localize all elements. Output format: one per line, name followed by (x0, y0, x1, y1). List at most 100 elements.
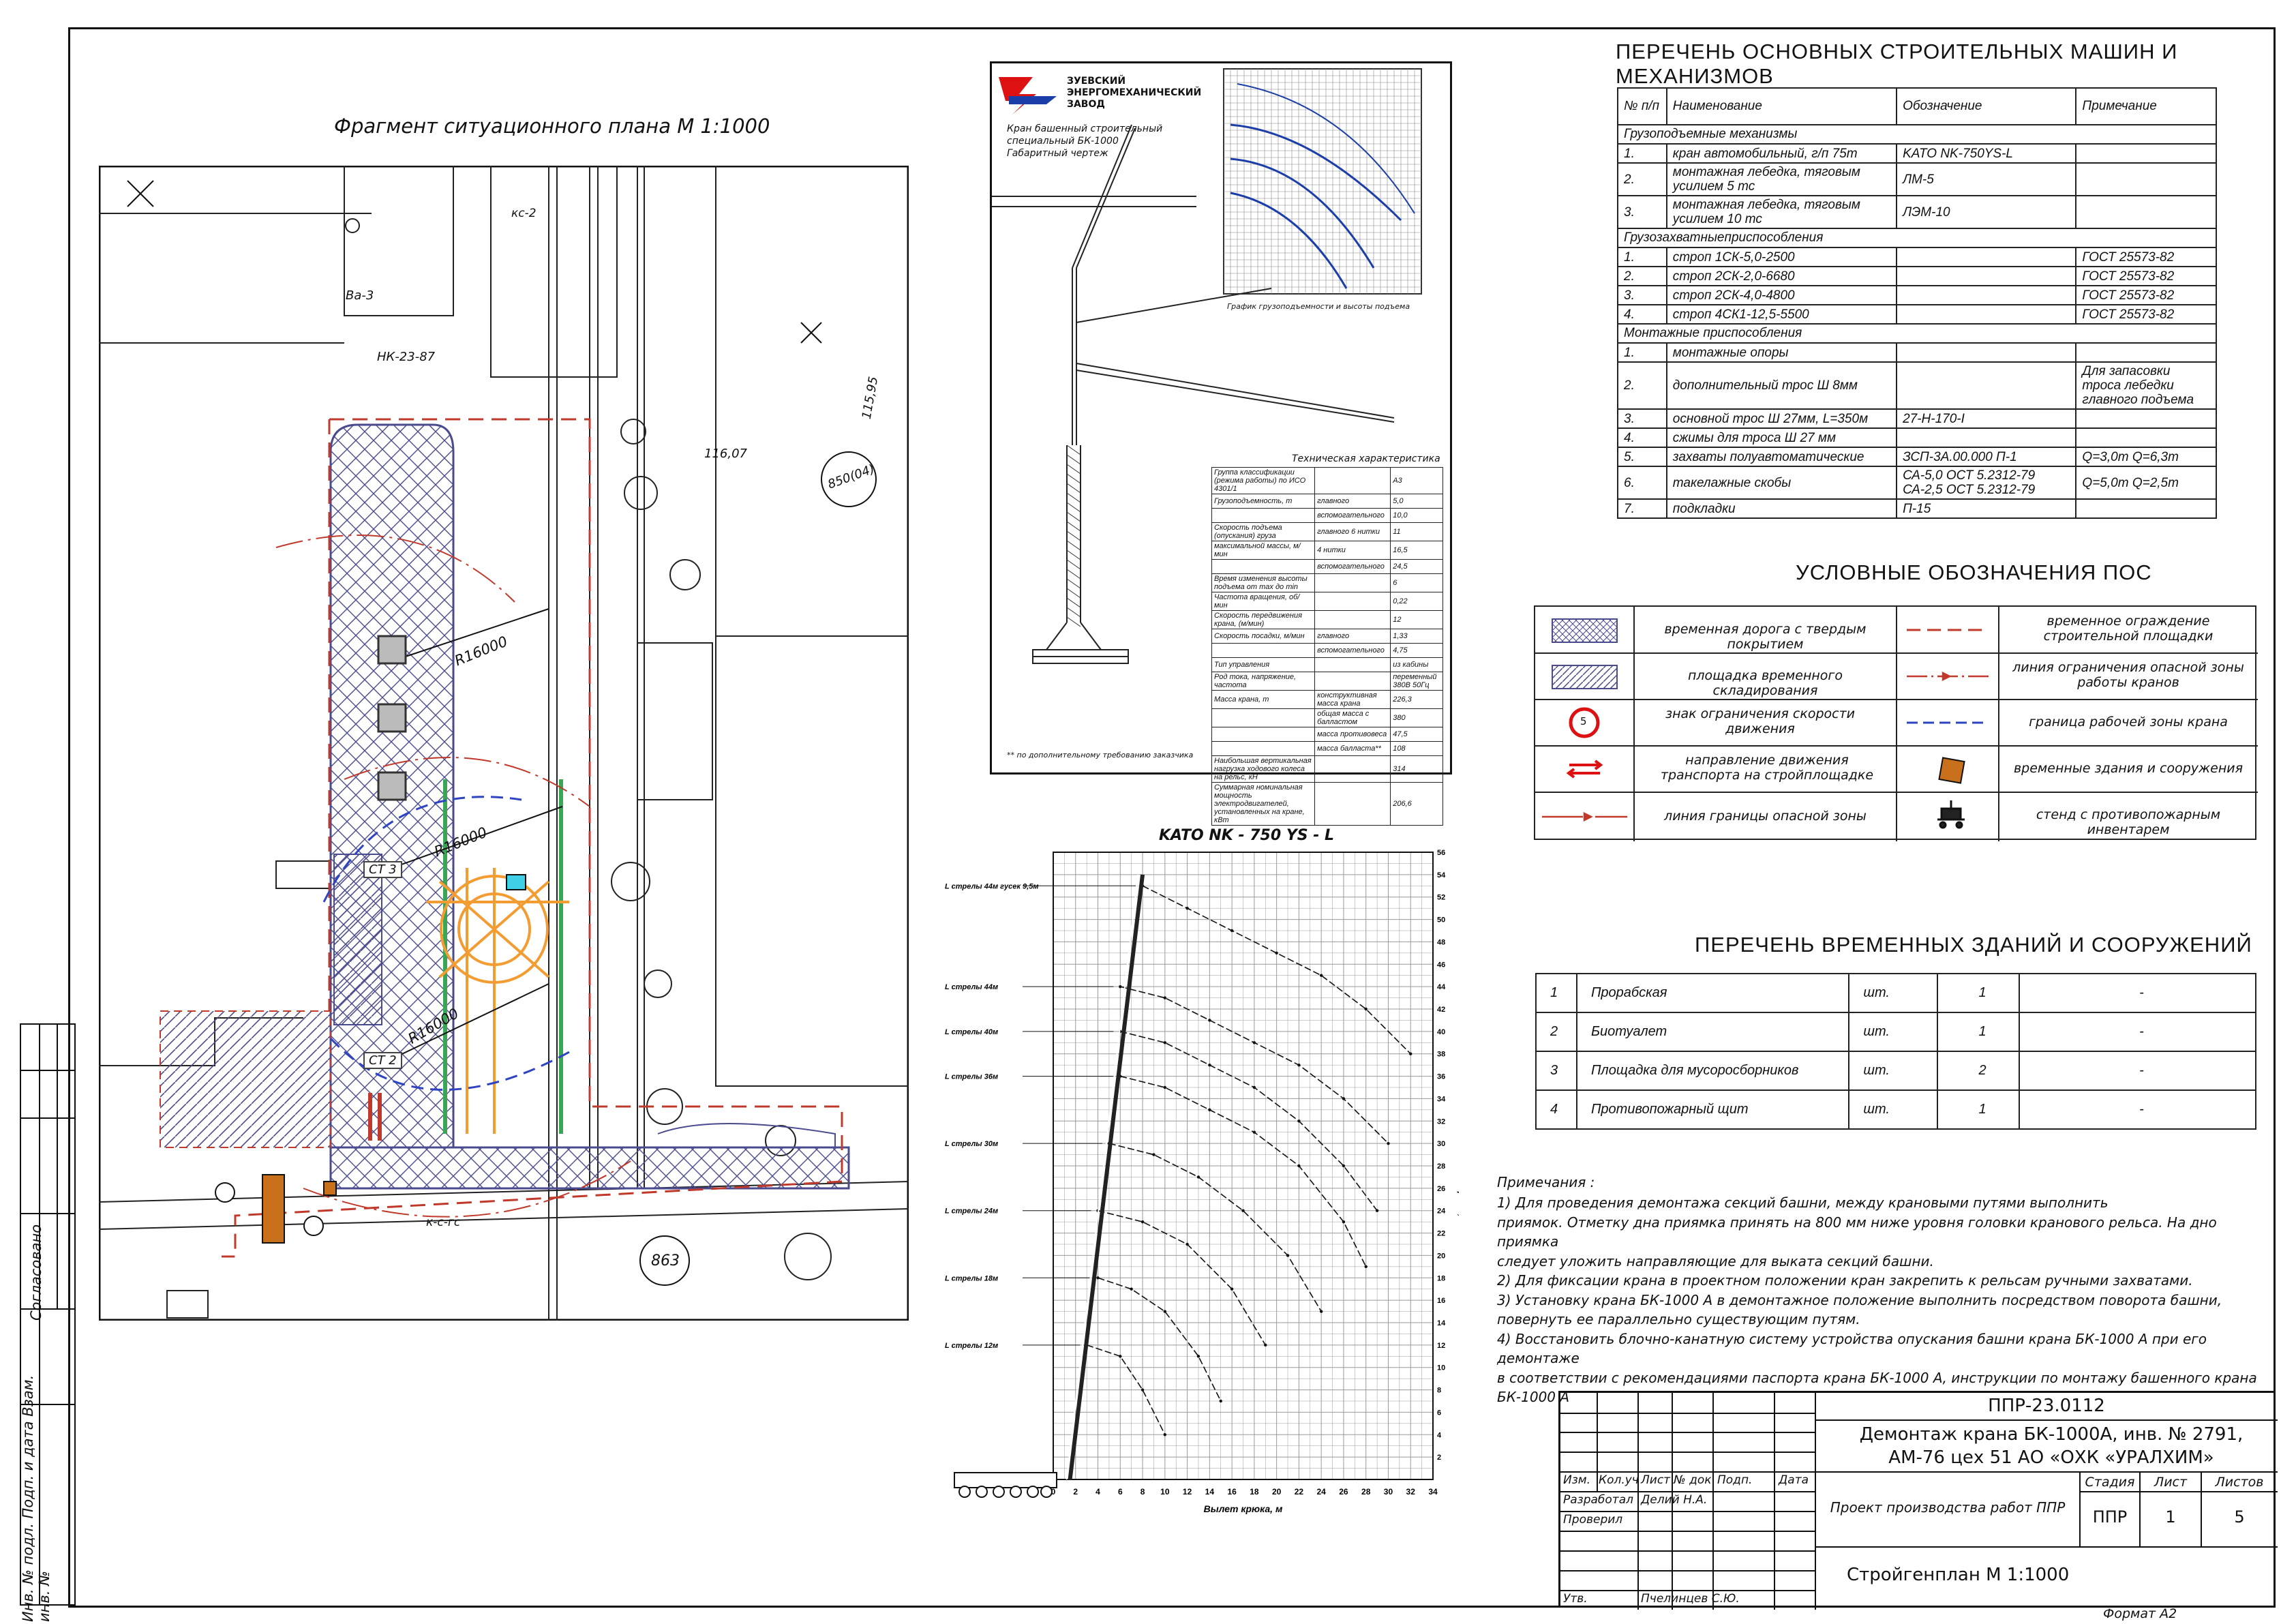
machines-cell-code: ЛЭМ-10 (1896, 195, 2077, 229)
machines-row: Монтажные приспособления (1617, 323, 2217, 344)
machines-section-cell: Монтажные приспособления (1617, 323, 2217, 344)
kato-series-point (1152, 1153, 1155, 1156)
kato-boom-label: L стрелы 18м (945, 1274, 998, 1282)
machines-cell-n: 3. (1617, 285, 1667, 305)
bk-tech-cell-param: Частота вращения, об/мин (1211, 592, 1316, 611)
kato-series-point (1241, 1209, 1245, 1212)
legend-right-3: граница рабочей зоны крана (2029, 715, 2228, 730)
kato-truck-wheel (976, 1486, 988, 1498)
bk-tech-cell-val: 16,5 (1390, 541, 1443, 560)
legend-right-4: временные здания и сооружения (2013, 761, 2244, 776)
kato-series-point (1196, 1175, 1200, 1179)
kato-plot-frame (1053, 852, 1434, 1480)
bk-tech-cell-val: 10,0 (1390, 508, 1443, 523)
kato-y-tick: 2 (1437, 1454, 1441, 1462)
kato-y-tick: 20 (1437, 1252, 1445, 1260)
bk-tech-cell-param (1211, 741, 1316, 756)
bk-tech-cell-val: переменный 380В 50Гц (1390, 672, 1443, 691)
kato-series-point (1141, 1220, 1145, 1224)
kato-series-point (1319, 974, 1323, 977)
side-stamp-grid (20, 1023, 76, 1606)
temp-building-cell-unit: шт. (1848, 973, 1939, 1013)
bk-tech-cell-param: Скорость посадки, м/мин (1211, 629, 1316, 644)
machines-cell-code: ЗСП-3А.00.000 П-1 (1896, 447, 2077, 467)
kato-y-tick: 16 (1437, 1297, 1445, 1305)
bk-tech-cell-val: 11 (1390, 522, 1443, 541)
bk-tech-cell-val: 6 (1390, 573, 1443, 592)
legend-speed-sign-icon (1569, 707, 1600, 738)
bk-subtitle-1: Кран башенный строительный (1007, 123, 1163, 134)
bk-tower-brace (1066, 616, 1081, 627)
kato-series-point (1163, 1433, 1167, 1437)
bk-tower-brace (1066, 454, 1081, 465)
bk-tech-cell-sub (1314, 573, 1391, 592)
kato-boom-label: L стрелы 40м (945, 1028, 998, 1036)
bk-tech-cell-param: Грузоподъемность, т (1211, 494, 1316, 509)
bk-tower-brace (1066, 473, 1081, 484)
machines-cell-note (2075, 498, 2217, 519)
machines-cell-name: монтажная лебедка, тяговым усилием 10 тс (1665, 195, 1898, 229)
legend-storage-icon (1552, 665, 1618, 689)
kato-series-point (1230, 929, 1234, 933)
machines-cell-note (2075, 427, 2217, 448)
machines-cell-name: монтажные опоры (1665, 342, 1898, 363)
kato-series-line (1098, 1277, 1222, 1402)
kato-boom-label: L стрелы 24м (945, 1207, 998, 1216)
bk-tech-cell-param (1211, 708, 1316, 727)
temp-building-cell-n: 3 (1535, 1051, 1577, 1091)
stamp-format: Формат А2 (2103, 1606, 2177, 1621)
legend-left-1: временная дорога с твердым покрытием (1664, 622, 1867, 652)
bk-tech-cell-val: 1,33 (1390, 629, 1443, 644)
stamp-head-izm: Изм. (1563, 1473, 1590, 1487)
kato-y-tick: 26 (1437, 1185, 1445, 1193)
bk-tech-cell-val: 206,6 (1390, 782, 1443, 826)
bk-tech-cell-val: 380 (1390, 708, 1443, 727)
machines-cell-name: кран автомобильный, г/п 75т (1665, 143, 1898, 164)
bk-tower-brace (1066, 559, 1081, 570)
kato-series-point (1342, 1220, 1346, 1224)
label-nk23: НК-23-87 (377, 350, 436, 364)
kato-y-tick: 12 (1437, 1342, 1445, 1350)
note-line-5: 3) Установку крана БК-1000 А в демонтажн… (1497, 1291, 2222, 1308)
stamp-head-kolch: Кол.уч (1599, 1473, 1639, 1487)
temp-buildings-title: ПЕРЕЧЕНЬ ВРЕМЕННЫХ ЗДАНИЙ И СООРУЖЕНИЙ (1695, 933, 2252, 957)
stamp-approved-label: Утв. (1563, 1592, 1588, 1606)
kato-boom-label: L стрелы 12м (945, 1342, 998, 1350)
kato-series-point (1297, 1164, 1301, 1168)
machines-cell-note: Q=3,0т Q=6,3т (2075, 447, 2217, 467)
kato-series-point (1096, 1276, 1100, 1280)
machines-cell-n: 7. (1617, 498, 1667, 519)
temp-building-cell-note: - (2018, 1012, 2257, 1052)
title-block: Изм. Кол.уч Лист № док Подп. Дата Разраб… (1558, 1391, 2278, 1610)
kato-series-point (1264, 1343, 1267, 1347)
bk-tech-cell-val: 0,22 (1390, 592, 1443, 611)
kato-x-tick: 26 (1339, 1487, 1348, 1497)
bk-tech-cell-val: 47,5 (1390, 727, 1443, 742)
bk-tech-cell-param: максимальной массы, м/мин (1211, 541, 1316, 560)
label-h863: 863 (651, 1252, 680, 1269)
kato-x-tick: 16 (1227, 1487, 1237, 1497)
label-ksgs: к-с-гс (426, 1216, 461, 1229)
kato-truck-body (954, 1472, 1057, 1488)
kato-series-point (1252, 1130, 1256, 1134)
machines-cell-note (2075, 195, 2217, 229)
bk-tower-brace (1066, 464, 1081, 475)
machines-cell-note (2075, 162, 2217, 196)
machines-cell-name: захваты полуавтоматические (1665, 447, 1898, 467)
stamp-stage: ППР (2092, 1507, 2128, 1527)
bk-tech-cell-sub (1314, 610, 1391, 629)
label-st2: СТ 2 (363, 1052, 402, 1069)
machines-cell-note: ГОСТ 25573-82 (2075, 247, 2217, 267)
kato-series-point (1387, 1141, 1390, 1145)
kato-boom (1068, 874, 1145, 1480)
bk-tech-row: Скорость передвижения крана, (м/мин)12 (1211, 610, 1443, 629)
bk-tech-table: Группа классификации (режима работы) по … (1211, 467, 1443, 826)
bk-tech-cell-param: Время изменения высоты подъема от max до… (1211, 573, 1316, 592)
kato-series-point (1409, 1052, 1413, 1055)
temp-building-cell-unit: шт. (1848, 1089, 1939, 1130)
kato-y-tick: 50 (1437, 916, 1445, 924)
